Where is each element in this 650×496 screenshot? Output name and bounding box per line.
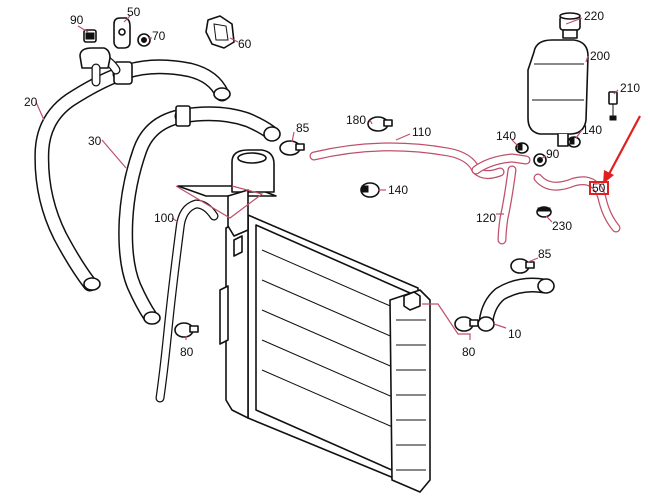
label-90-top: 90	[70, 13, 84, 27]
label-20: 20	[24, 95, 38, 109]
label-30: 30	[88, 134, 102, 148]
hose-30-connector	[175, 105, 191, 127]
label-100: 100	[154, 211, 174, 225]
callout-box	[589, 181, 609, 195]
radiator-fins	[261, 249, 405, 433]
radiator-upper-neck	[227, 189, 249, 237]
clamp-90-right	[533, 153, 547, 167]
radiator-right-tank-ribs	[396, 319, 426, 471]
clamp-140-right	[567, 136, 581, 148]
hose-10-end-lower	[477, 316, 495, 332]
radiator-left-port	[219, 285, 229, 345]
clamp-85-lower	[510, 258, 535, 274]
clamp-85-top	[279, 140, 305, 156]
part-labels: 90 50 70 60 20 30 85 180 110 140 140 140…	[24, 5, 640, 359]
clamp-140-mid	[515, 142, 529, 154]
callout-arrow-head	[603, 170, 614, 184]
label-60: 60	[238, 37, 252, 51]
label-90-right: 90	[546, 147, 560, 161]
label-110: 110	[412, 125, 431, 139]
radiator-right-tank	[389, 289, 431, 493]
grommet-230	[536, 206, 552, 218]
label-140-left: 140	[388, 183, 408, 197]
hose-10-end-upper	[537, 278, 555, 294]
hose-20	[34, 66, 128, 292]
clip-90-top	[83, 29, 97, 43]
radiator-right-top-cap	[403, 291, 421, 311]
hose-20-end	[83, 277, 101, 291]
radiator-core-inner	[255, 224, 411, 479]
label-140-mid: 140	[496, 129, 516, 143]
clamp-140-left	[360, 182, 380, 198]
label-200: 200	[590, 49, 610, 63]
callout-highlight: 50	[589, 115, 641, 195]
callout-arrow	[607, 115, 641, 177]
radiator-top-tank-neck	[237, 152, 267, 164]
clamp-80-left	[174, 322, 199, 338]
hose-30-end-lower	[143, 311, 161, 325]
expansion-tank-outlet	[557, 133, 569, 147]
expansion-tank-body	[527, 39, 589, 135]
callout-label: 50	[592, 181, 606, 195]
label-140-right: 140	[582, 123, 602, 137]
clamp-80-right	[454, 316, 479, 332]
label-180: 180	[346, 113, 366, 127]
radiator-left-bracket	[233, 235, 243, 257]
label-50: 50	[127, 5, 141, 19]
label-80-left: 80	[180, 345, 194, 359]
clamp-180	[367, 116, 393, 132]
hose-junction-tee	[79, 47, 111, 69]
label-80-right: 80	[462, 345, 476, 359]
radiator	[177, 149, 431, 493]
label-120: 120	[476, 211, 496, 225]
pipe-100	[155, 199, 219, 403]
hose-30	[118, 105, 281, 325]
hose-junction-end	[213, 87, 231, 101]
hose-110	[309, 142, 531, 180]
hose-10	[477, 277, 555, 332]
label-230: 230	[552, 219, 572, 233]
plug-70	[137, 33, 151, 47]
label-70: 70	[152, 29, 166, 43]
label-85-lower: 85	[538, 247, 552, 261]
hose-120	[497, 165, 517, 245]
hose-30-end-upper	[263, 126, 281, 142]
leader-lines	[35, 15, 619, 340]
expansion-tank	[527, 39, 589, 147]
bracket-60	[205, 15, 235, 49]
label-220: 220	[584, 9, 604, 23]
label-10: 10	[508, 327, 522, 341]
level-sensor	[608, 91, 618, 121]
label-210: 210	[620, 81, 640, 95]
bracket-50	[113, 17, 131, 49]
label-85-top: 85	[296, 121, 310, 135]
upper-hose-junction	[79, 47, 231, 102]
expansion-tank-cap	[559, 12, 581, 39]
